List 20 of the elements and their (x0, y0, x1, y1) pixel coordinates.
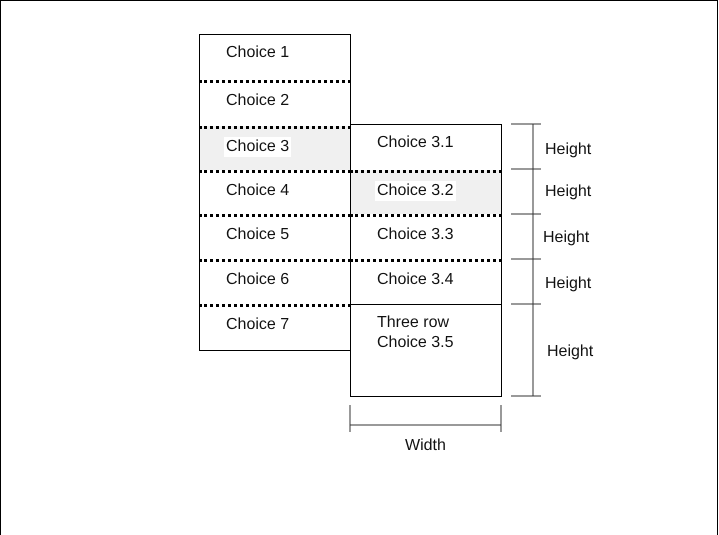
highlighted-menu-item (350, 170, 502, 214)
highlighted-menu-item (199, 126, 351, 170)
menu-item (199, 259, 351, 304)
dimension-label: Height (545, 274, 592, 294)
menu-item (199, 34, 351, 80)
menu-item (199, 80, 351, 126)
menu-item (350, 124, 502, 170)
dimension-label: Height (543, 228, 590, 248)
menu-item-label: Choice 3.2 (375, 181, 456, 201)
menu-item-label: Choice 3 (224, 137, 292, 157)
dimension-label: Height (545, 140, 592, 160)
menu-item (350, 304, 502, 397)
dimension-label: Width (405, 436, 446, 456)
menu-item (350, 259, 502, 304)
menu-item (350, 214, 502, 259)
menu-item (199, 214, 351, 259)
menu-item (199, 170, 351, 214)
dimension-label: Height (547, 342, 594, 362)
menu-item (199, 304, 351, 351)
dimension-label: Height (545, 182, 592, 202)
